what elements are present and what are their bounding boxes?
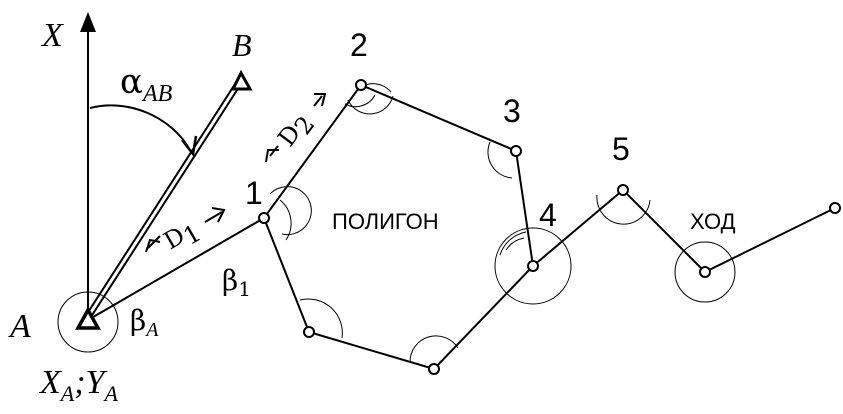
angle-arcs [57, 83, 736, 363]
vertex-label-4: 4 [539, 197, 557, 233]
vertex-label-5: 5 [612, 131, 630, 167]
d2-arrows [265, 93, 327, 163]
azimuth-arrow [181, 135, 198, 157]
point-b-triangle [230, 69, 253, 91]
traverse-label: ХОД [690, 209, 736, 234]
vertex-label-1: 1 [245, 175, 263, 211]
azimuth-arc [89, 104, 191, 151]
point-a-label: A [8, 308, 31, 345]
polygon-label: ПОЛИГОН [332, 209, 439, 234]
station-lower-left [303, 326, 315, 338]
point-a-triangle [75, 306, 101, 330]
polygon-traverse [87, 83, 535, 371]
station-2 [355, 79, 367, 91]
azimuth-label: αAB [120, 62, 173, 107]
station-1 [258, 212, 270, 224]
beta-a-label: βA [130, 304, 159, 341]
x-axis [80, 12, 96, 322]
direction-line-ab [83, 82, 241, 322]
station-3 [510, 145, 522, 157]
point-b-label: B [232, 27, 252, 63]
d1-arrows [145, 207, 226, 253]
station-lower-right [428, 363, 440, 375]
station-nodes [258, 79, 841, 375]
vertex-label-2: 2 [350, 27, 368, 63]
d1-label: D1 [159, 214, 206, 261]
station-traverse-end [829, 202, 841, 214]
station-traverse-low [699, 266, 711, 278]
x-axis-label: X [40, 17, 64, 54]
station-4 [527, 260, 539, 272]
beta-1-label: β1 [222, 264, 251, 301]
coordinates-label: XA;YA [38, 364, 118, 406]
d2-label: D2 [272, 107, 320, 155]
vertex-label-3: 3 [503, 93, 521, 129]
station-5 [617, 184, 629, 196]
open-traverse [532, 188, 836, 274]
